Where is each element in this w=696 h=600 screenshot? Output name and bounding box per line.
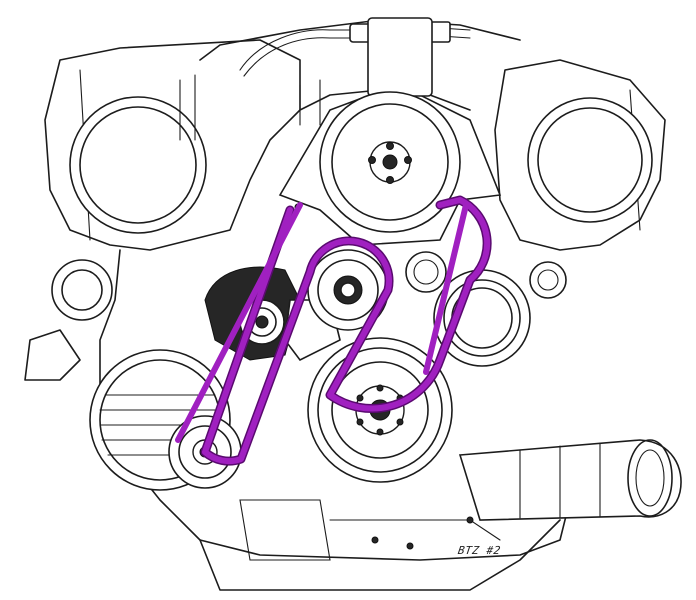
left-timing-cover <box>69 96 207 234</box>
figure-code-label: BTZ #2 <box>457 544 502 557</box>
serpentine-belt <box>175 195 492 466</box>
power-steering-pulley <box>294 91 474 233</box>
idler-pulley-middle <box>307 249 389 331</box>
oil-filter <box>458 439 682 521</box>
oil-pan <box>199 499 561 591</box>
right-timing-cover <box>527 97 653 223</box>
